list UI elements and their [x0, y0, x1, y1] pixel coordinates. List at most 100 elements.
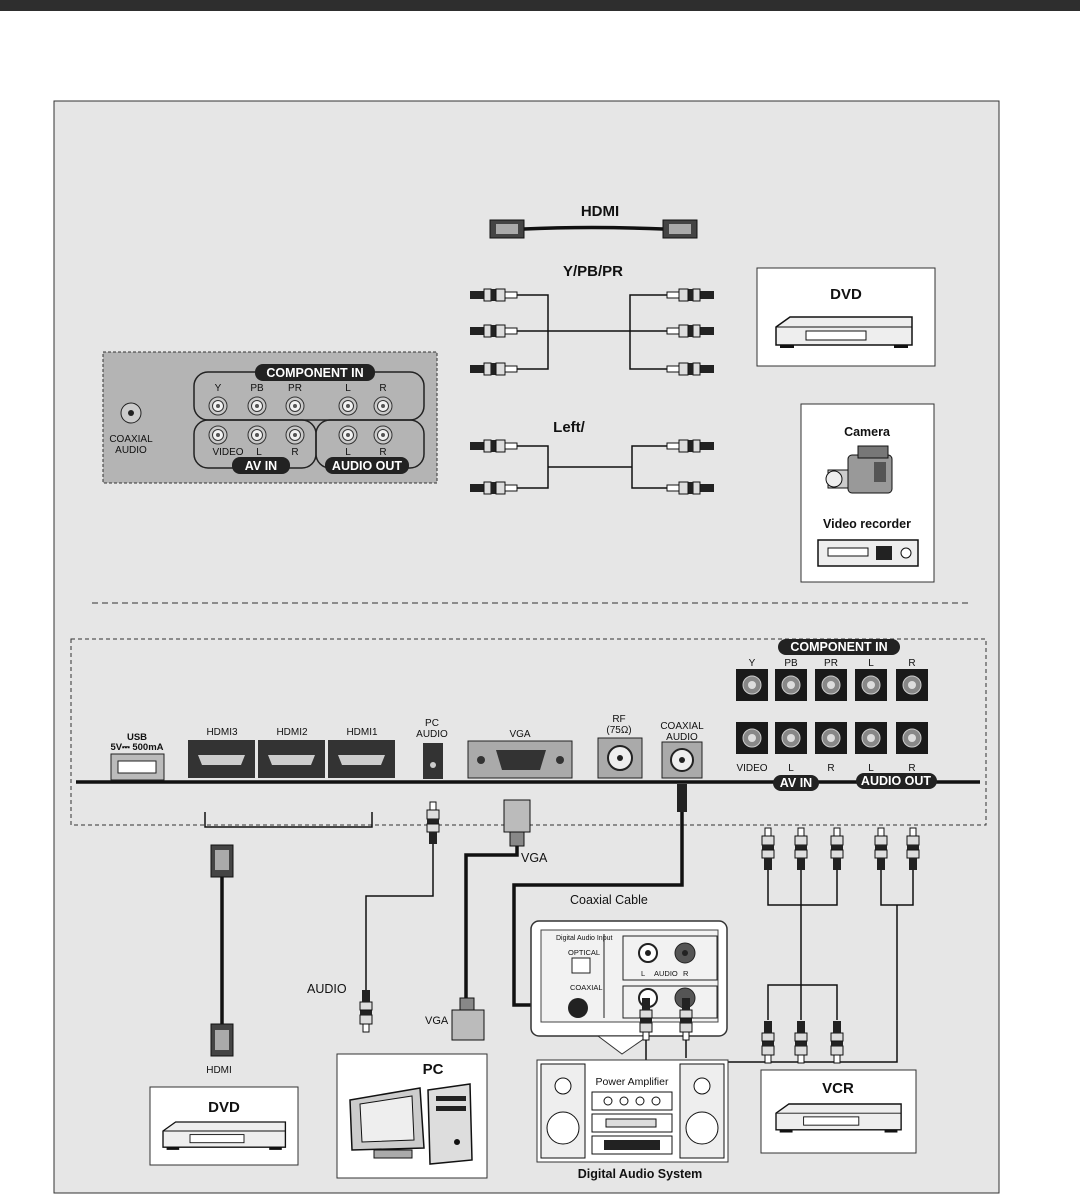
audio-label: AUDIO [307, 982, 347, 996]
coaxial-jack-icon [120, 402, 142, 424]
component-cable-label: Y/PB/PR [563, 263, 623, 280]
side-audio-out-badge [325, 457, 409, 474]
component-cable-icon [469, 288, 715, 376]
vga-bottom-label: VGA [425, 1015, 449, 1027]
amp-audio-label: AUDIO [654, 969, 678, 978]
audio-cable-down-icon [359, 801, 440, 1033]
audio-cable-label: Left/ [553, 419, 585, 436]
jack-r-icon [373, 425, 393, 445]
side-jack-label: R [291, 447, 298, 458]
vcr-player-icon [775, 1103, 902, 1134]
header-bar [0, 0, 1080, 11]
pc-audio-jack-icon [423, 743, 443, 779]
rear-jack-label: L [868, 658, 874, 669]
rear-jack-label: R [908, 658, 915, 669]
dvd-player-icon [775, 316, 913, 349]
pc-label: PC [423, 1061, 444, 1078]
side-av-in-label: AV IN [245, 459, 277, 473]
side-jack-label: L [345, 383, 351, 394]
hdmi-cable-icon [489, 219, 698, 239]
rear-audio-out-badge [856, 773, 937, 789]
digital-audio-input-label: Digital Audio Input [556, 935, 612, 942]
amp-input-panel: Digital Audio Input OPTICAL COAXIAL L AU… [530, 920, 728, 1037]
rear-jack-icon [774, 668, 808, 702]
rear-coaxial-port-icon [661, 741, 703, 779]
rear-component-in-label: COMPONENT IN [790, 640, 887, 654]
side-jack-label: R [379, 447, 386, 458]
dvd-device-top: DVD [756, 267, 936, 367]
side-jack-label: R [379, 383, 386, 394]
vga-port-label: VGA [509, 729, 530, 740]
vcr-device: VCR [760, 1069, 917, 1154]
rear-coaxial-label-2: AUDIO [666, 732, 698, 743]
side-jack-label: PR [288, 383, 302, 394]
amp-audio-l-label: L [641, 969, 645, 978]
rear-jack-icon [854, 721, 888, 755]
side-panel: COAXIAL AUDIO COMPONENT IN Y PB PR L R V… [102, 351, 438, 484]
rear-component-in-badge [778, 639, 900, 655]
side-jack-label: Y [215, 383, 222, 394]
hdmi-cable-label: HDMI [581, 203, 619, 220]
pc-monitor-icon [349, 1087, 425, 1159]
hdmi-cable-down-icon [210, 844, 234, 1057]
rear-jack-icon [895, 721, 929, 755]
usb-spec-label: 5V⎓ 500mA [111, 742, 164, 753]
vga-top-label: VGA [521, 851, 548, 865]
coaxial-cable-label: Coaxial Cable [570, 893, 648, 907]
rear-panel [70, 638, 987, 826]
vga-port-icon [467, 740, 573, 779]
jack-l-icon [247, 425, 267, 445]
rear-jack-label: PR [824, 658, 838, 669]
hdmi-bracket [204, 812, 373, 828]
jack-l-icon [338, 396, 358, 416]
rear-jack-label: L [868, 763, 874, 774]
power-amplifier-label: Power Amplifier [596, 1076, 669, 1088]
usb-label: USB [127, 732, 147, 743]
dvd-player-icon [162, 1121, 287, 1151]
jack-pr-icon [285, 396, 305, 416]
side-jack-label: PB [250, 383, 264, 394]
side-component-in-badge [255, 364, 375, 381]
camera-icon [825, 445, 893, 494]
jack-r-icon [285, 425, 305, 445]
side-coaxial-label-1: COAXIAL [109, 434, 153, 445]
camera-label: Camera [844, 425, 891, 439]
rear-coaxial-label-1: COAXIAL [660, 721, 704, 732]
hdmi2-label: HDMI2 [276, 727, 308, 738]
dvd-bottom-label: DVD [208, 1099, 240, 1116]
rear-jack-label: VIDEO [736, 763, 767, 774]
av-in-cable-icon [761, 827, 844, 1064]
jack-l-icon [338, 425, 358, 445]
camera-device-box: Camera Video recorder [800, 403, 935, 583]
amp-coaxial-label: COAXIAL [570, 983, 603, 992]
side-audio-out-label: AUDIO OUT [332, 459, 403, 473]
pc-audio-label-1: PC [425, 718, 439, 729]
vga-cable-icon [451, 799, 531, 1041]
rear-jack-label: R [908, 763, 915, 774]
rear-jack-label: L [788, 763, 794, 774]
side-jack-label: L [256, 447, 262, 458]
rf-label: RF [612, 714, 625, 725]
vcr-label: VCR [822, 1080, 854, 1097]
amplifier-icon [591, 1091, 673, 1155]
rf-port-icon [597, 737, 643, 779]
jack-pb-icon [247, 396, 267, 416]
pc-tower-icon [427, 1083, 473, 1165]
side-jack-label: L [345, 447, 351, 458]
rear-audio-out-label: AUDIO OUT [861, 774, 932, 788]
side-coaxial-label-2: AUDIO [115, 445, 147, 456]
rear-jack-label: Y [749, 658, 756, 669]
rear-jack-icon [735, 721, 769, 755]
optical-label: OPTICAL [568, 948, 600, 957]
side-jack-label: VIDEO [212, 447, 243, 458]
rear-jack-icon [854, 668, 888, 702]
rf-ohm-label: (75Ω) [606, 725, 631, 736]
jack-y-icon [208, 396, 228, 416]
pc-audio-label-2: AUDIO [416, 729, 448, 740]
rear-jack-icon [774, 721, 808, 755]
usb-port-icon [110, 753, 165, 781]
amp-audio-r-label: R [683, 969, 689, 978]
audio-cable-icon [469, 439, 715, 495]
rear-jack-label: R [827, 763, 834, 774]
